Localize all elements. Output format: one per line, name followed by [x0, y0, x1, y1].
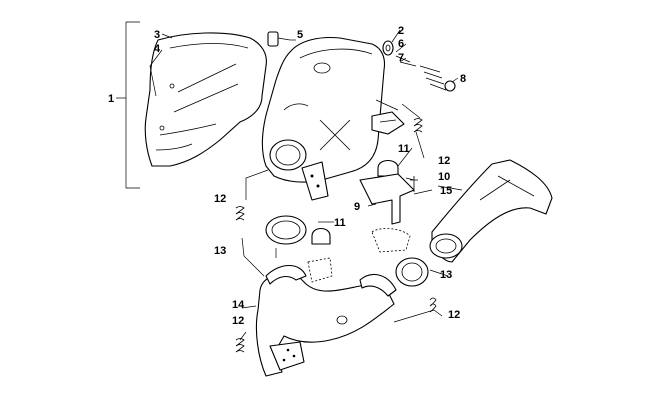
callout-12-lower-right: 12 — [448, 309, 460, 321]
muffler — [261, 36, 399, 183]
callout-9: 9 — [354, 201, 360, 213]
callout-12-upper-right: 12 — [438, 155, 450, 167]
callout-2: 2 — [398, 25, 404, 37]
muffler-bracket — [301, 161, 333, 283]
y-pipe — [429, 159, 553, 263]
seal-ring-left — [265, 215, 307, 245]
spring-left — [235, 206, 245, 221]
callout-1: 1 — [108, 93, 114, 105]
leader-lines — [116, 21, 463, 341]
callout-15: 15 — [440, 185, 452, 197]
callout-3: 3 — [154, 29, 160, 41]
callout-6: 6 — [398, 38, 404, 50]
callout-11-upper: 11 — [398, 143, 410, 155]
callout-12-lower-left: 12 — [232, 315, 244, 327]
hardware-cluster — [419, 65, 456, 92]
callout-11-lower: 11 — [334, 217, 346, 229]
callout-13-left: 13 — [214, 245, 226, 257]
exhaust-pipe — [255, 264, 397, 377]
bumper-lower — [311, 227, 331, 245]
bracket — [359, 173, 415, 253]
callout-5: 5 — [297, 29, 303, 41]
callout-13-right: 13 — [440, 269, 452, 281]
bumper-upper — [377, 159, 399, 177]
spring-upper-right — [413, 118, 423, 133]
mounting-bracket — [371, 111, 405, 135]
spring-lower-left — [235, 338, 245, 353]
callout-12-left: 12 — [214, 193, 226, 205]
callout-10: 10 — [438, 171, 450, 183]
callout-4: 4 — [154, 43, 161, 55]
callout-labels: 1 2 3 4 5 6 7 8 9 10 11 11 12 12 12 12 1… — [108, 25, 466, 327]
stud-bolt — [267, 31, 291, 47]
grommet — [382, 40, 417, 67]
callout-8: 8 — [460, 73, 466, 85]
heat-shield — [144, 32, 267, 167]
callout-7: 7 — [398, 52, 404, 64]
seal-ring-right — [395, 257, 429, 287]
spring-lower-right — [429, 297, 437, 313]
callout-14: 14 — [232, 299, 245, 311]
